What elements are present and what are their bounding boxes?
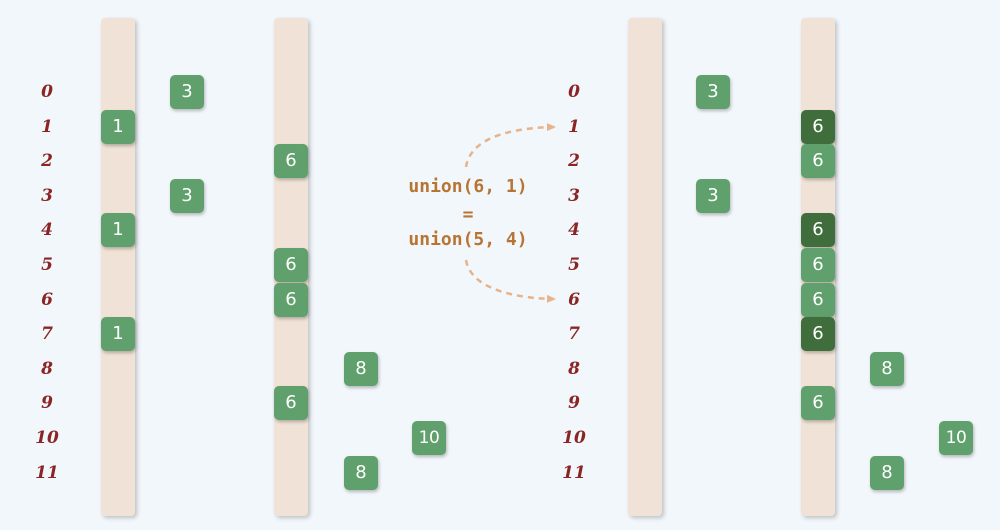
row-index-label: 3 xyxy=(568,185,580,206)
node: 1 xyxy=(101,317,135,352)
row-index-label: 9 xyxy=(41,393,53,414)
node: 6 xyxy=(274,386,308,421)
operation-line-2: union(5, 4) xyxy=(408,229,528,250)
node: 1 xyxy=(101,109,135,144)
node: 6 xyxy=(801,248,835,282)
node: 10 xyxy=(412,421,446,455)
row-index-label: 0 xyxy=(568,82,580,102)
row-index-label: 10 xyxy=(35,428,59,448)
node: 6 xyxy=(801,282,835,317)
row-index-label: 6 xyxy=(568,289,580,310)
row-index-label: 8 xyxy=(41,358,53,379)
node: 3 xyxy=(170,178,204,213)
node: 3 xyxy=(170,75,204,109)
row-index-label: 5 xyxy=(41,255,53,275)
updated-node: 6 xyxy=(801,317,835,352)
row-index-label: 7 xyxy=(568,324,580,345)
row-index-label: 1 xyxy=(568,116,580,137)
node: 8 xyxy=(870,455,904,490)
node: 10 xyxy=(939,421,973,455)
row-index-label: 10 xyxy=(562,428,586,448)
node: 3 xyxy=(696,75,730,109)
row-index-label: 4 xyxy=(41,220,53,241)
row-index-label: 5 xyxy=(568,255,580,275)
array-column xyxy=(101,18,135,516)
node: 1 xyxy=(101,213,135,248)
arrow-to-row-6 xyxy=(464,259,556,303)
node: 6 xyxy=(801,144,835,179)
row-index-label: 0 xyxy=(41,82,53,102)
row-index-label: 8 xyxy=(568,358,580,379)
arrow-to-row-1 xyxy=(464,123,556,168)
node: 8 xyxy=(870,351,904,386)
operation-equals: = xyxy=(462,204,474,225)
row-index-label: 3 xyxy=(41,185,53,206)
row-index-label: 2 xyxy=(568,151,580,172)
node: 6 xyxy=(274,282,308,317)
row-index-label: 4 xyxy=(568,220,580,241)
row-index-label: 2 xyxy=(41,151,53,172)
array-column xyxy=(628,18,662,516)
row-index-label: 9 xyxy=(568,393,580,414)
row-index-label: 1 xyxy=(41,116,53,137)
node: 3 xyxy=(696,178,730,213)
updated-node: 6 xyxy=(801,109,835,144)
row-index-label: 6 xyxy=(41,289,53,310)
node: 8 xyxy=(344,455,378,490)
node: 8 xyxy=(344,351,378,386)
row-index-label: 7 xyxy=(41,324,53,345)
node: 6 xyxy=(274,144,308,179)
node: 6 xyxy=(274,248,308,282)
row-index-label: 11 xyxy=(562,462,586,483)
node: 6 xyxy=(801,386,835,421)
operation-line-1: union(6, 1) xyxy=(408,176,528,197)
updated-node: 6 xyxy=(801,213,835,248)
row-index-label: 11 xyxy=(35,462,59,483)
